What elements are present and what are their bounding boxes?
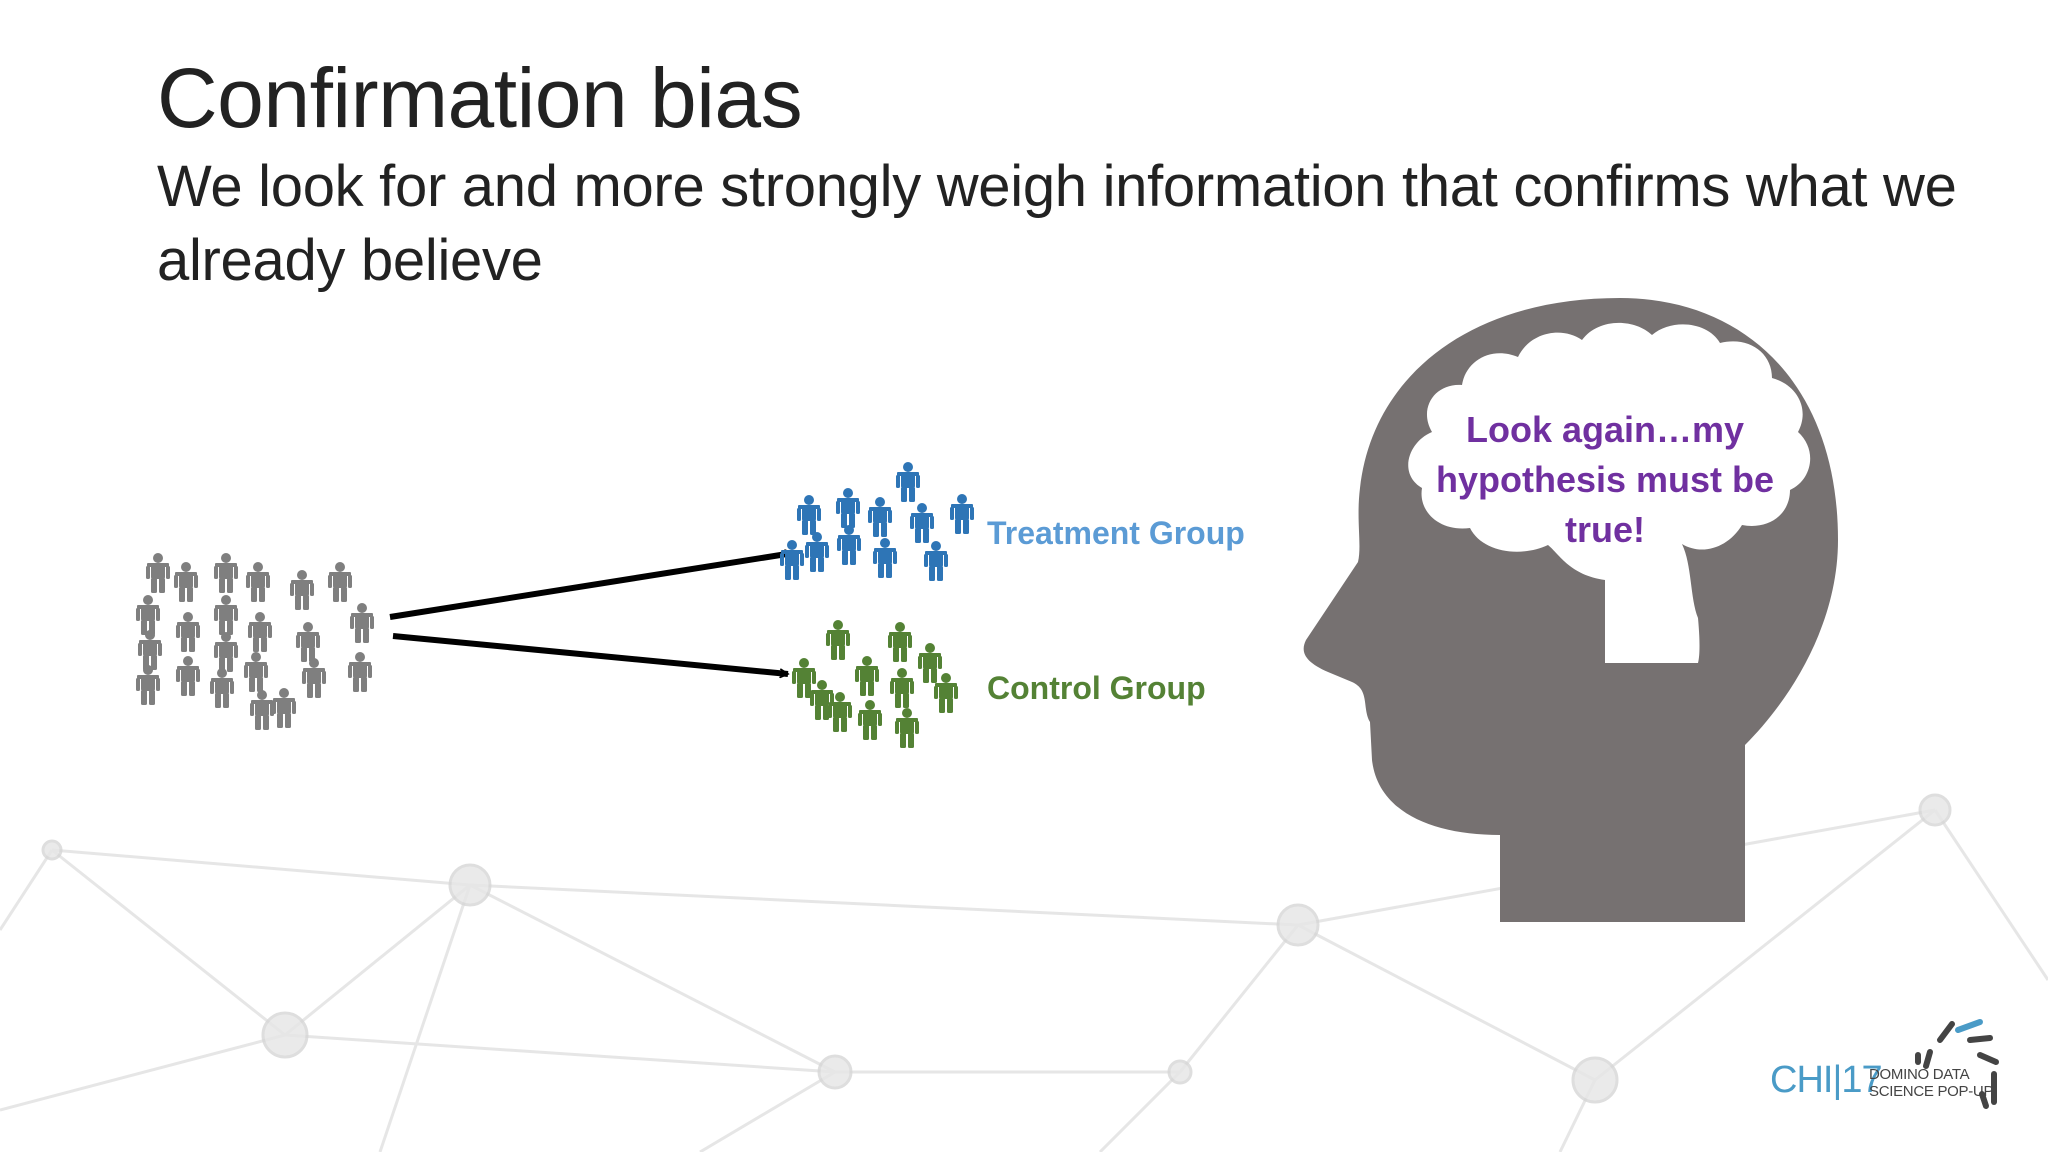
brain-cloud-icon	[1408, 322, 1811, 663]
person-icon	[174, 562, 198, 602]
arrow-to-control	[392, 633, 788, 674]
person-icon	[214, 553, 238, 593]
person-icon	[348, 652, 372, 692]
person-icon	[896, 462, 920, 502]
person-icon	[136, 665, 160, 705]
person-icon	[910, 503, 934, 543]
person-icon	[250, 690, 274, 730]
person-icon	[873, 538, 897, 578]
person-icon	[272, 688, 296, 728]
radial-dashes-icon	[1915, 1019, 1999, 1109]
person-icon	[950, 494, 974, 534]
person-icon	[924, 541, 948, 581]
person-icon	[350, 603, 374, 643]
person-icon	[146, 553, 170, 593]
person-icon	[780, 540, 804, 580]
slide-subtitle: We look for and more strongly weigh info…	[157, 154, 1957, 293]
person-icon	[797, 495, 821, 535]
logo-line-2: SCIENCE POP-UP	[1869, 1083, 1994, 1100]
person-icon	[328, 562, 352, 602]
person-icon	[302, 658, 326, 698]
person-icon	[858, 700, 882, 740]
person-icon	[826, 620, 850, 660]
treatment-group-label: Treatment Group	[987, 515, 1245, 551]
person-icon	[805, 532, 829, 572]
person-icon	[176, 656, 200, 696]
person-icon	[138, 630, 162, 670]
person-icon	[868, 497, 892, 537]
person-icon	[855, 656, 879, 696]
person-icon	[888, 622, 912, 662]
person-icon	[244, 652, 268, 692]
person-icon	[246, 562, 270, 602]
person-icon	[296, 622, 320, 662]
logo-line-1: DOMINO DATA	[1869, 1066, 1970, 1083]
treatment-people	[780, 462, 974, 581]
person-icon	[890, 668, 914, 708]
slide-title: Confirmation bias	[157, 51, 803, 145]
population-group	[136, 553, 374, 730]
control-people	[792, 620, 958, 748]
person-icon	[176, 612, 200, 652]
person-icon	[136, 595, 160, 635]
person-icon	[837, 525, 861, 565]
person-icon	[214, 632, 238, 672]
control-group-label: Control Group	[987, 670, 1206, 706]
logo-event-name: CHI|17	[1770, 1059, 1883, 1101]
person-icon	[210, 668, 234, 708]
person-icon	[918, 643, 942, 683]
person-icon	[895, 708, 919, 748]
arrow-to-treatment	[389, 553, 793, 620]
person-icon	[934, 673, 958, 713]
thought-text: Look again…my hypothesis must be true!	[1435, 409, 1775, 550]
event-logo: CHI|17 DOMINO DATA SCIENCE POP-UP	[1765, 1010, 2035, 1120]
person-icon	[836, 488, 860, 528]
person-icon	[248, 612, 272, 652]
person-icon	[214, 595, 238, 635]
person-icon	[290, 570, 314, 610]
